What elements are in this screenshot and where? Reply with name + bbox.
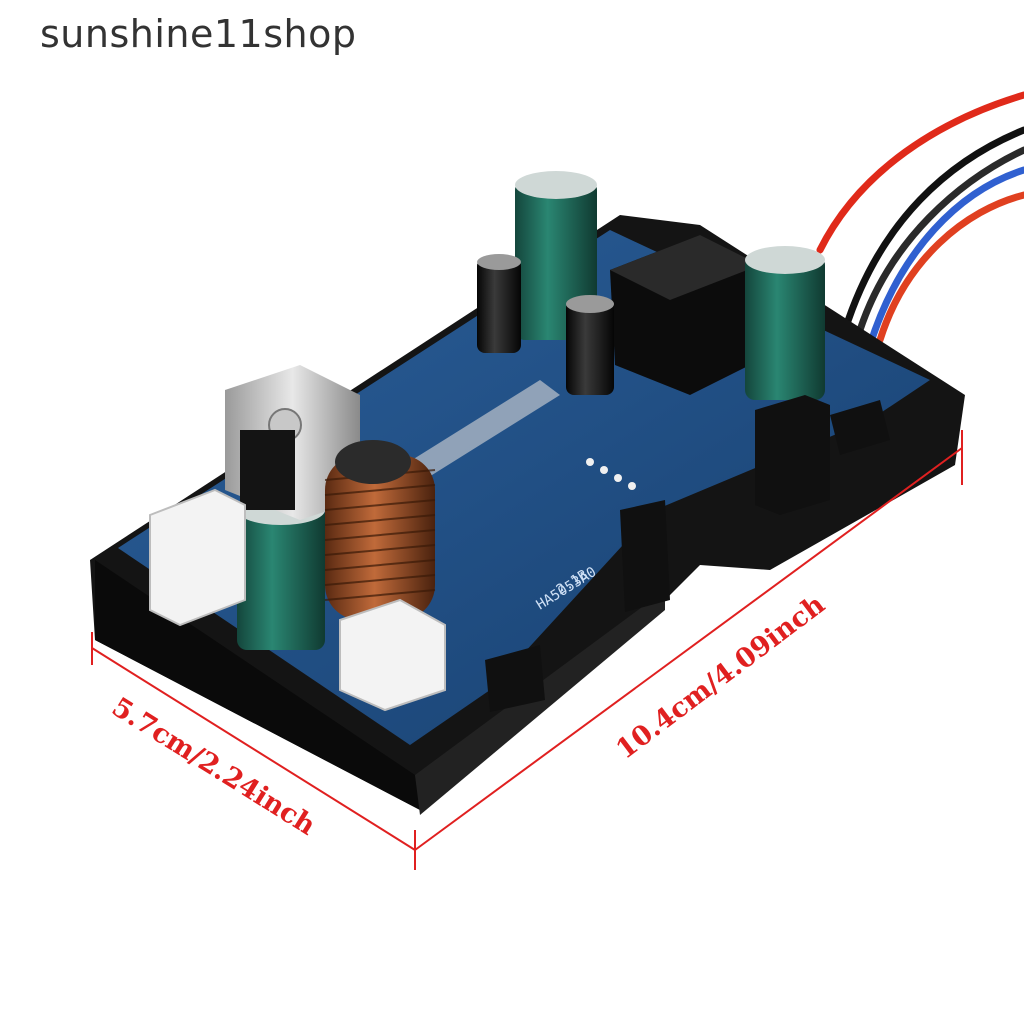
wire-bundle <box>816 91 1024 349</box>
width-dimension-line <box>91 647 416 851</box>
capacitor-black-middle <box>566 295 614 395</box>
capacitor-right <box>745 246 825 400</box>
relay-component <box>610 235 760 395</box>
case-clips <box>485 395 890 712</box>
shop-watermark: sunshine11shop <box>40 12 357 56</box>
length-dimension-line <box>414 447 963 851</box>
inductor-coil <box>324 440 436 620</box>
connector-left <box>149 488 246 627</box>
connector-bottom <box>339 598 446 712</box>
dimension-lines <box>91 430 963 870</box>
capacitor-bottom-left <box>237 495 325 650</box>
header-pins <box>586 458 636 490</box>
capacitor-black-left <box>477 254 521 353</box>
